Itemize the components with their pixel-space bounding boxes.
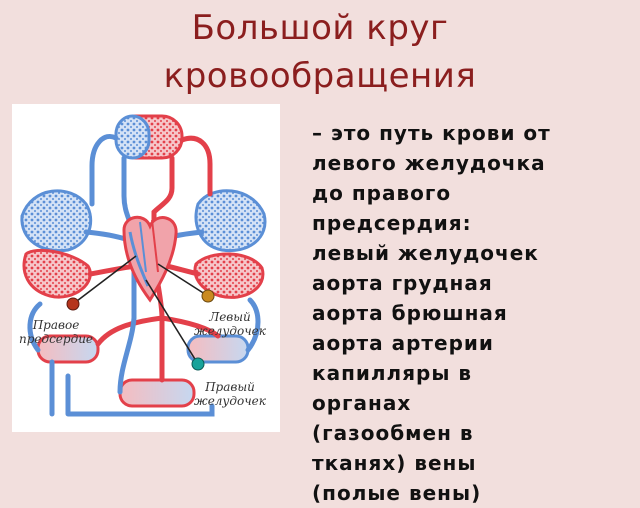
description-line: предсердия: — [312, 211, 472, 235]
description-line: (газообмен в — [312, 421, 474, 445]
description-line: до правого — [312, 181, 452, 205]
right-atrium-label-line-2: предсердие — [18, 332, 94, 346]
right-ventricle-label: Правый желудочек — [188, 380, 272, 408]
head-capillary-bed — [114, 114, 184, 160]
circulation-diagram-drawing — [20, 114, 267, 417]
slide-title-line-1: Большой круг — [191, 8, 449, 48]
left-ventricle-label-line-1: Левый — [209, 310, 251, 324]
left-lung-capillaries — [20, 189, 93, 299]
right-ventricle-label-line-2: желудочек — [194, 394, 266, 408]
description-line: тканях) вены — [312, 451, 477, 475]
description-line: левого желудочка — [312, 151, 546, 175]
right-atrium-label: Правое предсердие — [16, 318, 96, 346]
right-ventricle-marker — [191, 357, 205, 371]
description-text: – это путь крови от левого желудочка до … — [312, 118, 634, 508]
left-ventricle-label: Левый желудочек — [188, 310, 272, 338]
left-ventricle-label-line-2: желудочек — [194, 324, 266, 338]
pointer-lines — [72, 255, 209, 365]
heart — [122, 215, 178, 303]
right-atrium-marker — [66, 297, 80, 311]
description-line: капилляры в — [312, 361, 473, 385]
description-line: аорта грудная — [312, 271, 493, 295]
description-line: – это путь крови от — [312, 121, 551, 145]
slide-title: Большой круг кровообращения — [0, 4, 640, 100]
circulation-diagram: Правое предсердие Левый желудочек Правый… — [12, 104, 280, 432]
description-line: аорта артерии — [312, 331, 494, 355]
left-ventricle-marker — [201, 289, 215, 303]
right-lung-capillaries — [193, 189, 267, 299]
right-atrium-label-line-1: Правое — [32, 318, 80, 332]
description-line: (полые вены) — [312, 481, 482, 505]
right-ventricle-label-line-1: Правый — [205, 380, 255, 394]
description-line: левый желудочек — [312, 241, 539, 265]
description-line: органах — [312, 391, 412, 415]
slide-title-line-2: кровообращения — [163, 56, 477, 96]
description-line: аорта брюшная — [312, 301, 508, 325]
